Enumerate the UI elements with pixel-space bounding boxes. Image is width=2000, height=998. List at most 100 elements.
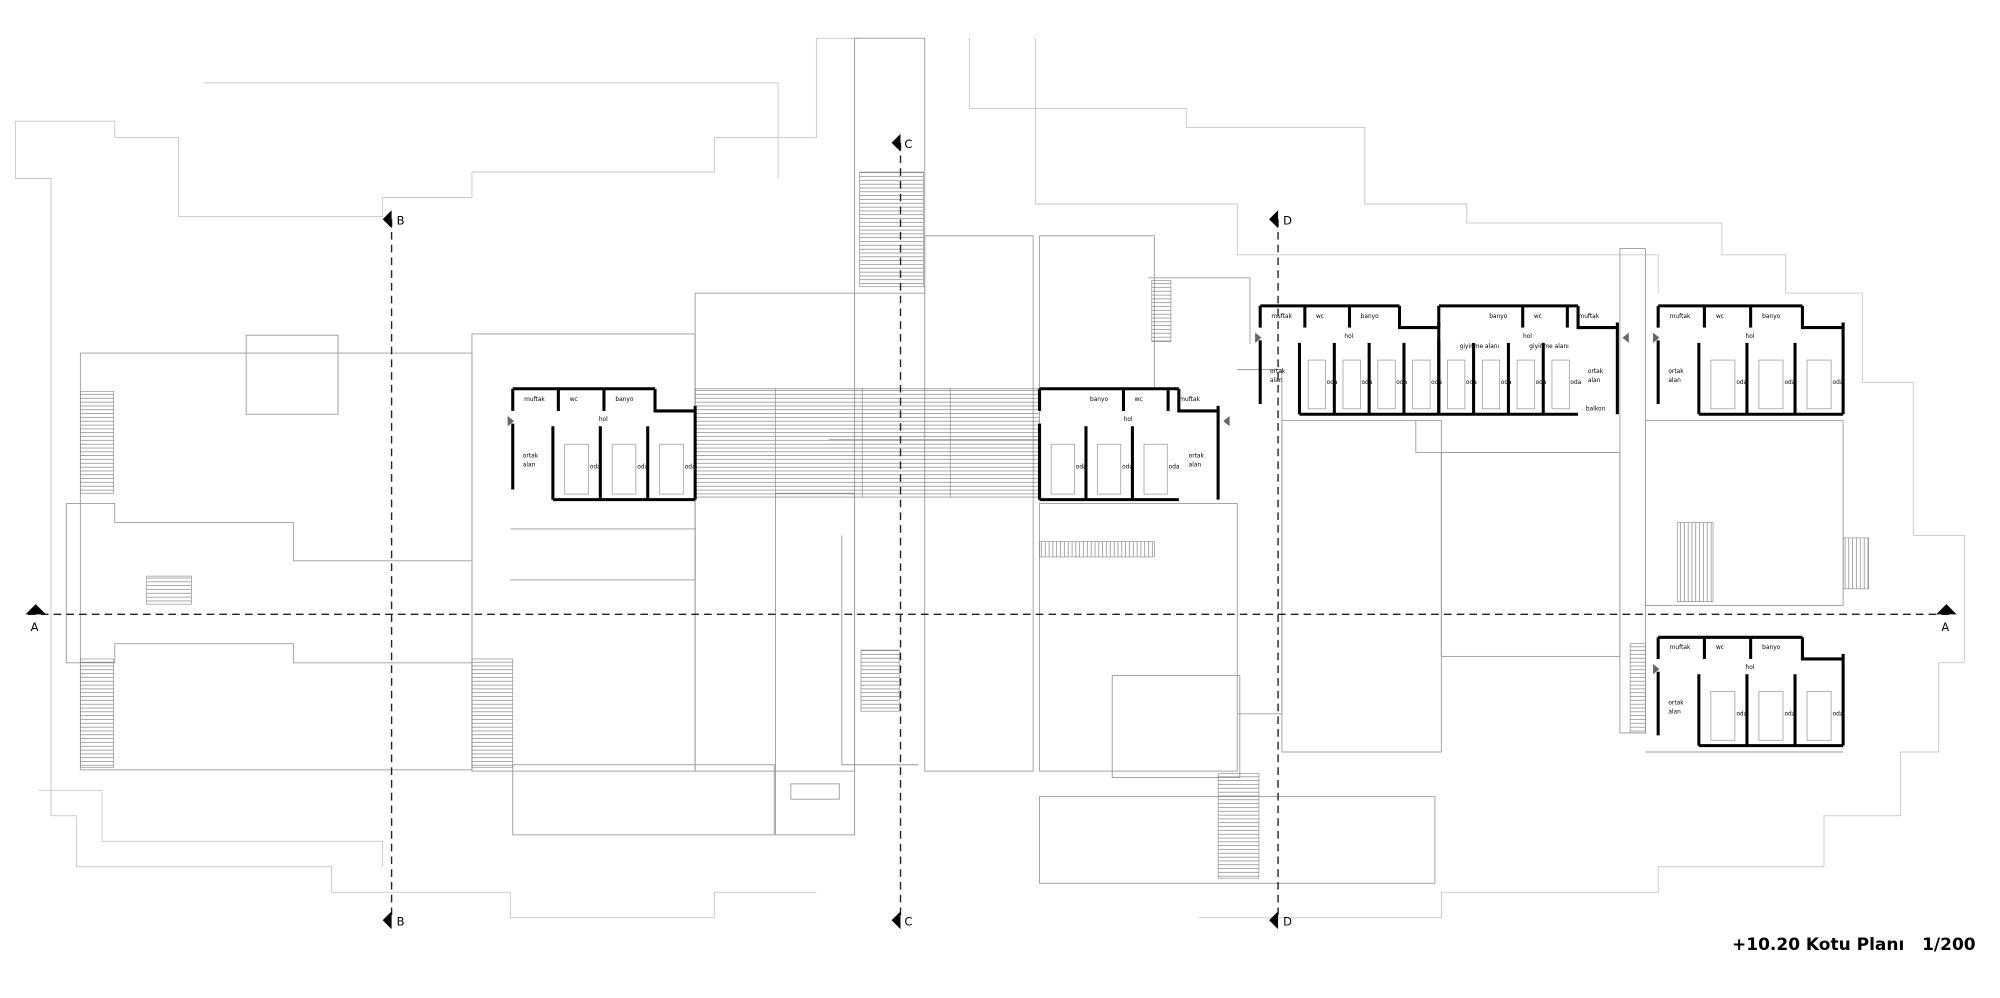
section-lines: A A B B C C D D <box>25 133 1957 930</box>
bed-icon <box>659 443 684 495</box>
service-room-label: muftak <box>1271 314 1292 320</box>
unit-walls <box>1656 635 1845 748</box>
entrance-arrow-icon <box>1622 332 1629 343</box>
bed-icon <box>1710 691 1736 741</box>
room-label: oda <box>1327 380 1338 386</box>
bed-icon <box>1806 691 1832 741</box>
bed-icon <box>564 443 589 495</box>
service-room-label: banyo <box>1090 397 1108 403</box>
bed-icon <box>1710 359 1736 410</box>
service-room-label: muftak <box>1579 314 1600 320</box>
room-label: oda <box>1361 380 1372 386</box>
common-area-label: ortak <box>523 454 539 460</box>
common-area-label: alan <box>1270 378 1283 384</box>
unit-walls <box>511 387 697 502</box>
service-room-label: wc <box>1716 314 1724 320</box>
site-contours <box>14 37 1965 919</box>
bed-icon <box>1143 443 1168 495</box>
bed-icon <box>1758 691 1784 741</box>
bed-icon <box>1551 359 1570 410</box>
service-room-label: banyo <box>1361 314 1379 320</box>
bed-icon <box>1806 359 1832 410</box>
section-a-left-arrow-icon <box>25 604 46 615</box>
section-d-bottom-label: D <box>1283 914 1292 928</box>
hall-label: hol <box>599 417 608 423</box>
room-label: oda <box>1122 465 1133 471</box>
section-d-bottom-arrow-icon <box>1269 911 1279 930</box>
room-label: oda <box>1431 380 1442 386</box>
service-room-label: banyo <box>1489 314 1507 320</box>
section-a-left-label: A <box>31 620 39 634</box>
stairs <box>80 171 1869 879</box>
room-label: oda <box>590 465 601 471</box>
room-label: oda <box>1169 465 1180 471</box>
room-label: oda <box>1784 711 1795 717</box>
section-b-top-arrow-icon <box>382 210 392 229</box>
entrance-arrow-icon <box>1653 664 1660 675</box>
bed-icon <box>1097 443 1122 495</box>
bed-icon <box>1758 359 1784 410</box>
room-label: oda <box>1076 465 1087 471</box>
unit-walls <box>1656 304 1845 416</box>
room-label: oda <box>1466 380 1477 386</box>
extra-room-label: balkon <box>1586 406 1606 412</box>
room-label: oda <box>685 465 696 471</box>
room-label: oda <box>1396 380 1407 386</box>
section-a-right-arrow-icon <box>1936 604 1957 615</box>
hall-label: hol <box>1523 334 1532 340</box>
common-area-label: ortak <box>1668 369 1684 375</box>
room-label: oda <box>1784 380 1795 386</box>
common-area-label: ortak <box>1270 369 1286 375</box>
entrance-arrow-icon <box>1255 332 1262 343</box>
section-d-top-arrow-icon <box>1269 210 1279 229</box>
plan-scale: 1/200 <box>1922 935 1976 955</box>
section-b-bottom-label: B <box>397 914 405 928</box>
bed-icon <box>1412 359 1431 410</box>
hall-label: hol <box>1746 665 1755 671</box>
bed-icon <box>1377 359 1396 410</box>
service-room-label: wc <box>1716 645 1724 651</box>
common-area-label: ortak <box>1668 700 1684 706</box>
room-label: oda <box>1501 380 1512 386</box>
room-label: oda <box>1536 380 1547 386</box>
plan-title: +10.20 Kotu Planı 1/200 <box>1732 935 1976 955</box>
service-room-label: wc <box>1534 314 1542 320</box>
service-room-label: banyo <box>1762 645 1780 651</box>
unit-walls <box>1038 387 1220 502</box>
extra-room-label: giyinme alanı <box>1460 344 1500 350</box>
service-room-label: muftak <box>524 397 545 403</box>
common-area-label: alan <box>1189 462 1202 468</box>
service-room-label: banyo <box>615 397 633 403</box>
section-a-right-label: A <box>1941 620 1949 634</box>
bed-icon <box>1447 359 1466 410</box>
bed-icon <box>1050 443 1075 495</box>
room-label: oda <box>1570 380 1581 386</box>
section-c-top-arrow-icon <box>891 133 901 152</box>
service-room-label: muftak <box>1670 645 1691 651</box>
entrance-arrow-icon <box>507 416 515 427</box>
service-room-label: wc <box>1135 397 1143 403</box>
room-label: oda <box>1833 380 1844 386</box>
hall-label: hol <box>1124 417 1133 423</box>
common-area-label: alan <box>1668 709 1681 715</box>
service-room-label: wc <box>570 397 578 403</box>
bed-icon <box>1307 359 1326 410</box>
room-label: oda <box>637 465 648 471</box>
section-d-top-label: D <box>1283 213 1292 227</box>
common-area-label: ortak <box>1588 369 1604 375</box>
section-c-bottom-label: C <box>904 914 912 928</box>
room-label: oda <box>1833 711 1844 717</box>
plan-level: +10.20 Kotu Planı <box>1732 935 1905 955</box>
service-room-label: banyo <box>1762 314 1780 320</box>
room-label: oda <box>1736 380 1747 386</box>
entrance-arrow-icon <box>1223 416 1230 427</box>
bed-icon <box>1342 359 1361 410</box>
service-room-label: muftak <box>1670 314 1691 320</box>
